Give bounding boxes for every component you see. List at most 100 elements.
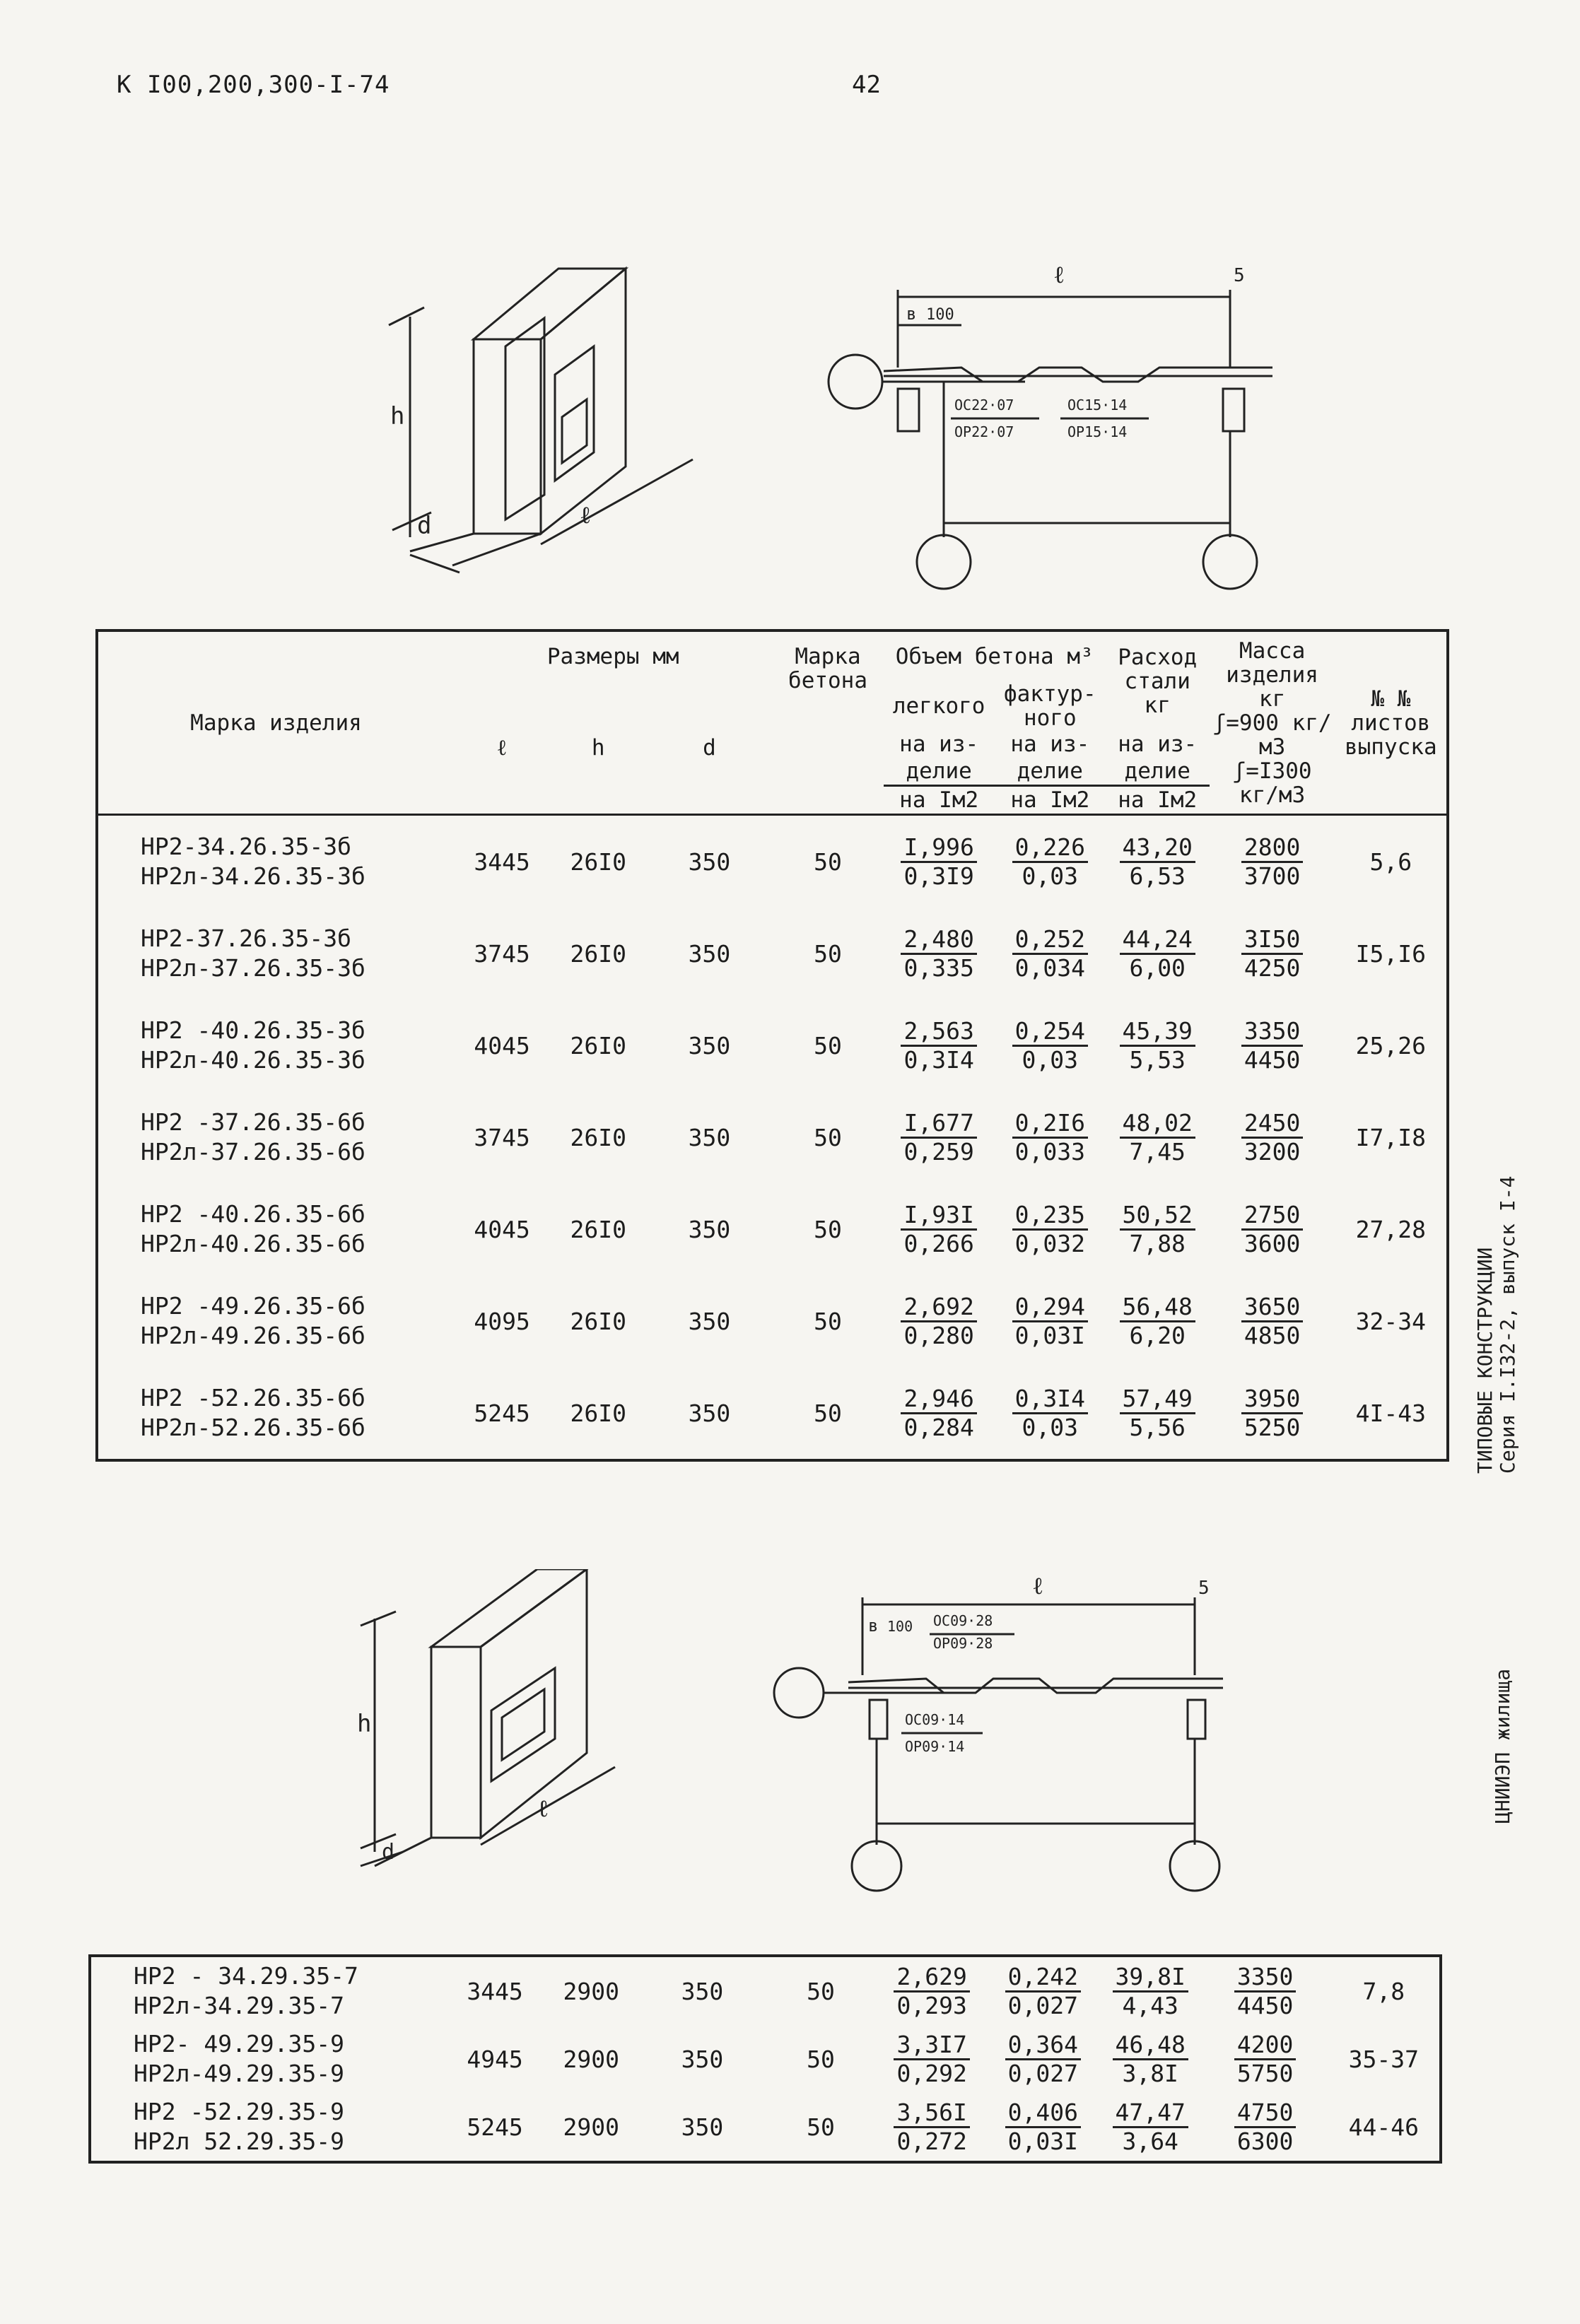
facing-concrete-volume-denominator: 0,03 xyxy=(1022,1045,1079,1074)
plan-5-label: 5 xyxy=(1198,1578,1210,1599)
sheet-numbers: I5,I6 xyxy=(1355,939,1426,968)
col-light-header: легкого xyxy=(892,693,985,719)
light-concrete-volume-numerator: 3,3I7 xyxy=(894,2031,970,2060)
facing-concrete-volume-numerator: 0,235 xyxy=(1012,1201,1088,1231)
product-mark-mirror: НР2л-49.26.35-6б xyxy=(141,1322,365,1349)
steel-consumption-numerator: 48,02 xyxy=(1119,1109,1195,1139)
light-concrete-volume-denominator: 0,272 xyxy=(896,2127,967,2155)
size-d: 350 xyxy=(681,2045,724,2073)
product-mass-numerator: 2450 xyxy=(1241,1109,1304,1139)
light-concrete-volume-denominator: 0,335 xyxy=(903,953,974,982)
col-d-header: d xyxy=(646,681,773,816)
steel-consumption-numerator: 43,20 xyxy=(1119,833,1195,863)
facing-concrete-volume-numerator: 0,3I4 xyxy=(1012,1385,1088,1414)
concrete-grade: 50 xyxy=(814,847,842,876)
facing-concrete-volume-numerator: 0,254 xyxy=(1012,1017,1088,1047)
plan-100-label: 100 xyxy=(887,1618,913,1635)
sheet-numbers: 25,26 xyxy=(1355,1031,1426,1060)
product-mark-mirror: НР2л 52.29.35-9 xyxy=(134,2128,345,2155)
product-mass-denominator: 3700 xyxy=(1243,862,1301,890)
concrete-grade: 50 xyxy=(814,1307,842,1335)
col-sizes-header: Размеры мм xyxy=(546,644,679,669)
facing-concrete-volume-denominator: 0,03 xyxy=(1022,1413,1079,1441)
col-l-header: ℓ xyxy=(453,681,551,816)
steel-consumption-denominator: 6,53 xyxy=(1129,862,1186,890)
product-mass-denominator: 3600 xyxy=(1243,1229,1301,1257)
size-d: 350 xyxy=(688,939,731,968)
size-l: 3445 xyxy=(474,847,530,876)
iso-d-label: d xyxy=(417,512,431,540)
facing-concrete-volume-numerator: 0,406 xyxy=(1005,2099,1081,2128)
drawing-panel-type-2: h ℓ d ℓ 5 в 100 ОС09·28 ОР09·28 ОС09·14 … xyxy=(357,1569,1223,1892)
product-mark-main: НР2-34.26.35-3б xyxy=(141,833,352,860)
product-mass-numerator: 3I50 xyxy=(1241,925,1304,955)
light-concrete-volume-numerator: I,93I xyxy=(901,1201,977,1231)
plan-code-4: ОР09·14 xyxy=(905,1738,964,1755)
size-l: 4045 xyxy=(474,1215,530,1243)
product-mass-numerator: 4200 xyxy=(1234,2031,1297,2060)
size-l: 3745 xyxy=(474,1123,530,1151)
sheet-numbers: 7,8 xyxy=(1362,1977,1405,2005)
mass-density-a: ʃ=900 кг/м3 xyxy=(1212,710,1332,760)
steel-label: Расход стали xyxy=(1118,645,1198,694)
steel-consumption-numerator: 45,39 xyxy=(1119,1017,1195,1047)
product-mark-mirror: НР2л-49.29.35-9 xyxy=(134,2060,345,2087)
steel-consumption-numerator: 50,52 xyxy=(1119,1201,1195,1231)
light-concrete-volume-numerator: I,996 xyxy=(901,833,977,863)
mass-density-b: ʃ=I300 кг/м3 xyxy=(1232,758,1312,808)
product-mark-main: НР2- 49.29.35-9 xyxy=(134,2030,345,2058)
size-h: 26I0 xyxy=(570,1399,626,1427)
iso-panel-1: h ℓ d xyxy=(388,266,694,574)
sheet-numbers: 32-34 xyxy=(1355,1307,1426,1335)
series-stamp: ТИПОВЫЕ КОНСТРУКЦИИ Серия I.I32-2, выпус… xyxy=(1473,1176,1519,1474)
light-concrete-volume-denominator: 0,280 xyxy=(903,1321,974,1349)
steel-consumption-numerator: 44,24 xyxy=(1119,925,1195,955)
col-h-header: h xyxy=(550,681,647,816)
steel-consumption-numerator: 46,48 xyxy=(1112,2031,1188,2060)
col-mark-header: Марка изделия xyxy=(97,630,454,816)
document-code: К I00,200,300-I-74 xyxy=(117,71,390,99)
plan-code-3: ОС09·14 xyxy=(905,1711,964,1728)
size-d: 350 xyxy=(688,1399,731,1427)
col-concrete-header: Марка бетона xyxy=(772,630,884,816)
steel-consumption-numerator: 39,8I xyxy=(1112,1963,1188,1993)
light-concrete-volume-numerator: 2,629 xyxy=(894,1963,970,1993)
product-mark-mirror: НР2л-34.26.35-3б xyxy=(141,862,365,890)
plan-code-1: ОС22·07 xyxy=(954,397,1014,413)
